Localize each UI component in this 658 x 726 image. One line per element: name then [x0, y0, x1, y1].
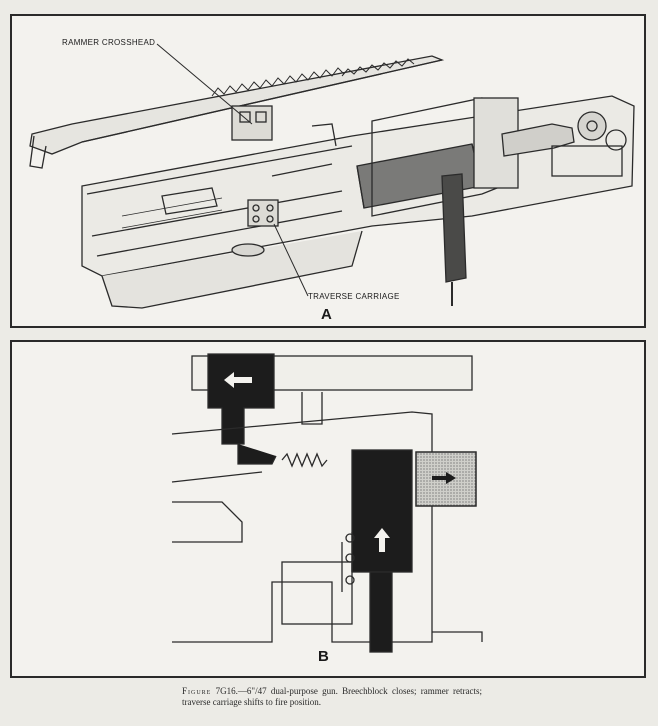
caption-text: —6"/47 dual-purpose gun. Breechblock clo… — [182, 686, 482, 707]
callout-rammer-crosshead: RAMMER CROSSHEAD — [62, 38, 156, 47]
callout-traverse-carriage: TRAVERSE CARRIAGE — [308, 292, 400, 301]
panel-b-letter: B — [318, 648, 329, 665]
gun-mechanism-cutaway-drawing — [29, 43, 635, 309]
crosshead-left-arrow — [224, 372, 252, 388]
figure-word: Figure — [182, 686, 212, 696]
figure-number: 7G16. — [215, 686, 238, 696]
chamber-right-arrow — [432, 472, 456, 484]
breechblock-schematic-drawing — [171, 353, 483, 653]
panel-a-letter: A — [321, 306, 332, 323]
panel-b-illustration: B — [10, 340, 646, 678]
breechblock-up-arrow — [374, 528, 390, 552]
panel-a-illustration: RAMMER CROSSHEAD TRAVERSE CARRIAGE A — [10, 14, 646, 328]
figure-caption: Figure 7G16.—6"/47 dual-purpose gun. Bre… — [182, 686, 482, 708]
